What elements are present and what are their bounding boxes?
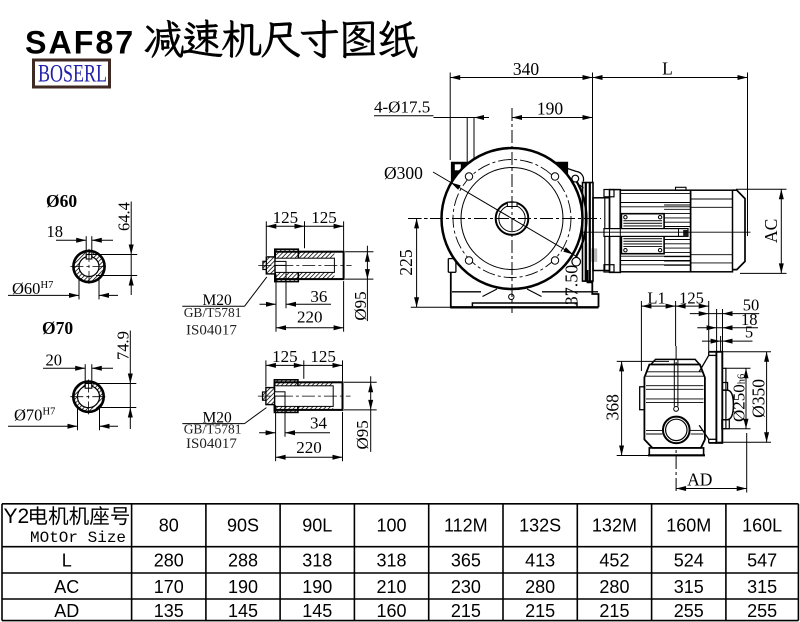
svg-text:413: 413 bbox=[525, 551, 555, 571]
svg-text:132M: 132M bbox=[592, 516, 637, 536]
svg-text:132S: 132S bbox=[519, 516, 561, 536]
svg-text:125: 125 bbox=[679, 288, 704, 307]
svg-text:80: 80 bbox=[159, 516, 179, 536]
svg-text:64.4: 64.4 bbox=[114, 202, 133, 231]
svg-text:125: 125 bbox=[272, 347, 298, 366]
svg-text:20: 20 bbox=[46, 351, 63, 370]
svg-text:34: 34 bbox=[310, 414, 328, 433]
svg-text:452: 452 bbox=[599, 551, 629, 571]
svg-text:AD: AD bbox=[54, 601, 79, 621]
svg-text:GB/T5781: GB/T5781 bbox=[184, 421, 242, 436]
svg-text:255: 255 bbox=[747, 601, 777, 621]
svg-text:255: 255 bbox=[674, 601, 704, 621]
svg-text:IS04017: IS04017 bbox=[186, 323, 237, 339]
svg-text:L: L bbox=[62, 551, 72, 571]
svg-text:225: 225 bbox=[396, 249, 416, 276]
svg-text:Ø70: Ø70 bbox=[42, 318, 73, 338]
svg-text:Ø250h6: Ø250h6 bbox=[729, 374, 748, 422]
svg-text:MOtOr Size: MOtOr Size bbox=[30, 529, 126, 547]
svg-text:BOSERL: BOSERL bbox=[38, 60, 107, 88]
svg-text:318: 318 bbox=[377, 551, 407, 571]
svg-text:Ø70: Ø70 bbox=[14, 406, 42, 425]
svg-text:5: 5 bbox=[745, 323, 753, 342]
svg-text:547: 547 bbox=[747, 551, 777, 571]
svg-text:280: 280 bbox=[599, 577, 629, 597]
svg-text:37.50: 37.50 bbox=[561, 265, 581, 306]
svg-text:Ø95: Ø95 bbox=[353, 420, 372, 449]
svg-text:160: 160 bbox=[377, 601, 407, 621]
svg-text:524: 524 bbox=[674, 551, 704, 571]
svg-text:Y2: Y2 bbox=[4, 505, 30, 528]
svg-text:315: 315 bbox=[674, 577, 704, 597]
svg-text:190: 190 bbox=[228, 577, 258, 597]
svg-text:AC: AC bbox=[761, 219, 781, 243]
svg-text:M20: M20 bbox=[203, 410, 233, 427]
svg-text:M20: M20 bbox=[203, 292, 233, 309]
svg-text:210: 210 bbox=[377, 577, 407, 597]
svg-text:190: 190 bbox=[537, 99, 564, 119]
svg-text:50: 50 bbox=[743, 296, 760, 315]
svg-text:Ø60: Ø60 bbox=[46, 191, 77, 211]
svg-text:18: 18 bbox=[741, 310, 758, 329]
svg-text:215: 215 bbox=[599, 601, 629, 621]
svg-text:Ø60: Ø60 bbox=[12, 279, 40, 298]
svg-text:190: 190 bbox=[302, 577, 332, 597]
svg-text:90L: 90L bbox=[302, 516, 332, 536]
svg-text:170: 170 bbox=[154, 577, 184, 597]
svg-text:L1: L1 bbox=[647, 288, 665, 307]
svg-text:230: 230 bbox=[451, 577, 481, 597]
svg-text:H7: H7 bbox=[41, 280, 54, 291]
svg-text:Ø95: Ø95 bbox=[351, 291, 370, 320]
svg-text:315: 315 bbox=[747, 577, 777, 597]
svg-text:74.9: 74.9 bbox=[113, 331, 132, 360]
svg-text:H7: H7 bbox=[43, 407, 56, 418]
svg-text:288: 288 bbox=[228, 551, 258, 571]
svg-text:Ø300: Ø300 bbox=[384, 163, 423, 183]
svg-text:160L: 160L bbox=[742, 516, 782, 536]
svg-text:368: 368 bbox=[603, 394, 623, 421]
svg-text:SAF87: SAF87 bbox=[25, 25, 135, 61]
svg-text:112M: 112M bbox=[444, 516, 488, 536]
svg-text:340: 340 bbox=[513, 59, 540, 79]
svg-text:100: 100 bbox=[377, 516, 407, 536]
svg-text:145: 145 bbox=[228, 601, 258, 621]
svg-text:IS04017: IS04017 bbox=[186, 436, 237, 452]
svg-text:135: 135 bbox=[154, 601, 184, 621]
svg-text:215: 215 bbox=[451, 601, 481, 621]
svg-text:90S: 90S bbox=[227, 516, 259, 536]
svg-text:L: L bbox=[662, 59, 673, 79]
svg-text:318: 318 bbox=[302, 551, 332, 571]
svg-text:220: 220 bbox=[297, 308, 323, 327]
svg-text:36: 36 bbox=[310, 287, 327, 306]
svg-text:215: 215 bbox=[525, 601, 555, 621]
svg-text:AC: AC bbox=[54, 577, 79, 597]
svg-text:AD: AD bbox=[687, 470, 712, 490]
svg-text:145: 145 bbox=[302, 601, 332, 621]
svg-text:125: 125 bbox=[273, 208, 299, 227]
svg-text:160M: 160M bbox=[666, 516, 711, 536]
svg-text:125: 125 bbox=[310, 347, 336, 366]
svg-text:280: 280 bbox=[525, 577, 555, 597]
svg-text:365: 365 bbox=[451, 551, 481, 571]
svg-text:220: 220 bbox=[296, 438, 322, 457]
svg-text:GB/T5781: GB/T5781 bbox=[184, 305, 242, 320]
svg-text:125: 125 bbox=[311, 208, 337, 227]
svg-text:18: 18 bbox=[47, 222, 64, 241]
svg-text:4-Ø17.5: 4-Ø17.5 bbox=[374, 98, 430, 117]
svg-text:Ø350: Ø350 bbox=[749, 379, 769, 418]
svg-text:280: 280 bbox=[154, 551, 184, 571]
